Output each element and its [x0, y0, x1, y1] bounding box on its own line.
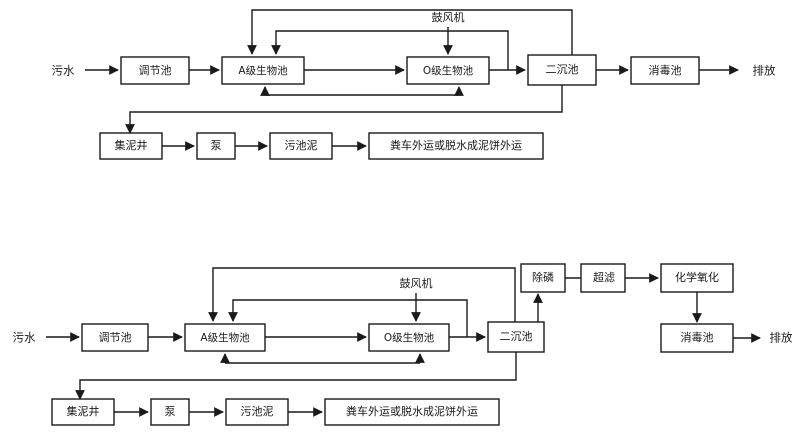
- d1-edge-sed2-return-to-a-bio: [247, 9, 573, 55]
- d1-node-pump[interactable]: [196, 132, 236, 160]
- d2-node-chemical-oxidation[interactable]: [660, 263, 734, 293]
- d1-edge-sed2-to-sludge-sump: [125, 85, 563, 134]
- d1-regulating-tank-label: 调节池: [139, 64, 172, 77]
- d1-node-a-stage-bio-tank[interactable]: [221, 56, 305, 85]
- d2-o-stage-bio-tank-label: O级生物池: [384, 331, 435, 344]
- d2-blower-label: 鼓风机: [400, 276, 433, 290]
- d2-secondary-sedimentation-label: 二沉池: [500, 330, 533, 343]
- d1-pump-label: 泵: [211, 139, 222, 152]
- d1-node-sludge-sump[interactable]: [99, 132, 163, 160]
- d2-edge-sed2-return-to-a-bio: [208, 267, 516, 322]
- d2-phosphorus-removal-label: 除磷: [532, 270, 554, 284]
- d1-sludge-label: 污池泥: [285, 139, 318, 152]
- diagram-1: 污水 调节池 A级生物池 O级生物池 二沉池 消毒池 排放 鼓风机: [52, 9, 776, 160]
- d1-effluent-label: 排放: [753, 64, 776, 78]
- d1-sludge-disposal-label: 粪车外运或脱水成泥饼外运: [390, 138, 522, 152]
- d2-pump-label: 泵: [165, 405, 176, 418]
- d2-disinfection-tank-label: 消毒池: [681, 330, 714, 344]
- d1-blower-label: 鼓风机: [432, 10, 465, 24]
- d2-sludge-sump-label: 集泥井: [67, 404, 100, 418]
- d2-influent-label: 污水: [13, 331, 36, 345]
- d2-node-sludge-disposal[interactable]: [324, 398, 500, 426]
- d2-chemical-oxidation-label: 化学氧化: [675, 270, 719, 284]
- d1-node-sludge-disposal[interactable]: [368, 132, 544, 160]
- d2-node-disinfection-tank[interactable]: [660, 323, 734, 353]
- d1-o-stage-bio-tank-label: O级生物池: [423, 64, 474, 77]
- d2-sludge-disposal-label: 粪车外运或脱水成泥饼外运: [346, 404, 478, 418]
- d2-regulating-tank-label: 调节池: [99, 331, 132, 344]
- d2-node-sludge-sump[interactable]: [51, 398, 115, 426]
- d1-node-regulating-tank[interactable]: [120, 56, 190, 85]
- d2-ultrafiltration-label: 超滤: [593, 270, 615, 284]
- d1-node-sludge[interactable]: [269, 132, 333, 160]
- d2-edge-sed2-to-sludge-sump: [75, 352, 517, 400]
- d1-edge-o-bio-return-to-a-bio: [271, 30, 509, 70]
- d2-node-pump[interactable]: [150, 398, 190, 426]
- d2-node-regulating-tank[interactable]: [81, 323, 149, 352]
- d1-a-stage-bio-tank-label: A级生物池: [238, 64, 288, 77]
- d1-disinfection-tank-label: 消毒池: [649, 63, 682, 77]
- diagram-2: 污水 调节池 A级生物池 O级生物池 二沉池 鼓风机 除磷: [13, 263, 793, 426]
- d2-node-ultrafiltration[interactable]: [580, 263, 626, 293]
- d1-influent-label: 污水: [52, 64, 75, 78]
- d2-a-stage-bio-tank-label: A级生物池: [200, 331, 250, 344]
- d2-sludge-label: 污池泥: [241, 405, 274, 418]
- d2-node-o-stage-bio-tank[interactable]: [368, 323, 450, 352]
- d1-secondary-sedimentation-label: 二沉池: [546, 63, 579, 76]
- d2-edge-o-bio-return-to-a-bio: [228, 299, 468, 337]
- d1-node-disinfection-tank[interactable]: [630, 56, 700, 85]
- d2-node-sludge[interactable]: [225, 398, 289, 426]
- d1-sludge-sump-label: 集泥井: [115, 138, 148, 152]
- d2-effluent-label: 排放: [770, 331, 793, 345]
